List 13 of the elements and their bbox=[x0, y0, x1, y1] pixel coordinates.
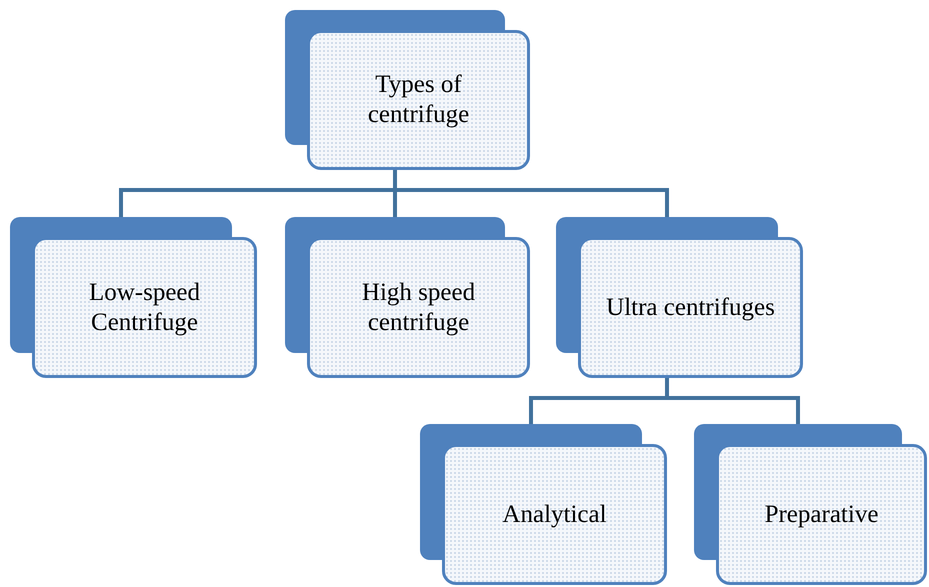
stacked-box bbox=[420, 424, 667, 585]
box-label: Low-speed Centrifuge bbox=[32, 237, 257, 378]
stacked-box bbox=[10, 217, 257, 378]
stacked-box bbox=[694, 424, 927, 585]
box-label: Preparative bbox=[716, 444, 927, 585]
box-label: Types of centrifuge bbox=[307, 30, 530, 170]
box-label: High speed centrifuge bbox=[307, 237, 530, 378]
box-label: Ultra centrifuges bbox=[578, 237, 803, 378]
stacked-box bbox=[556, 217, 803, 378]
stacked-box bbox=[285, 217, 530, 378]
connector-line bbox=[393, 170, 669, 217]
stacked-box bbox=[285, 10, 530, 170]
box-label: Analytical bbox=[442, 444, 667, 585]
